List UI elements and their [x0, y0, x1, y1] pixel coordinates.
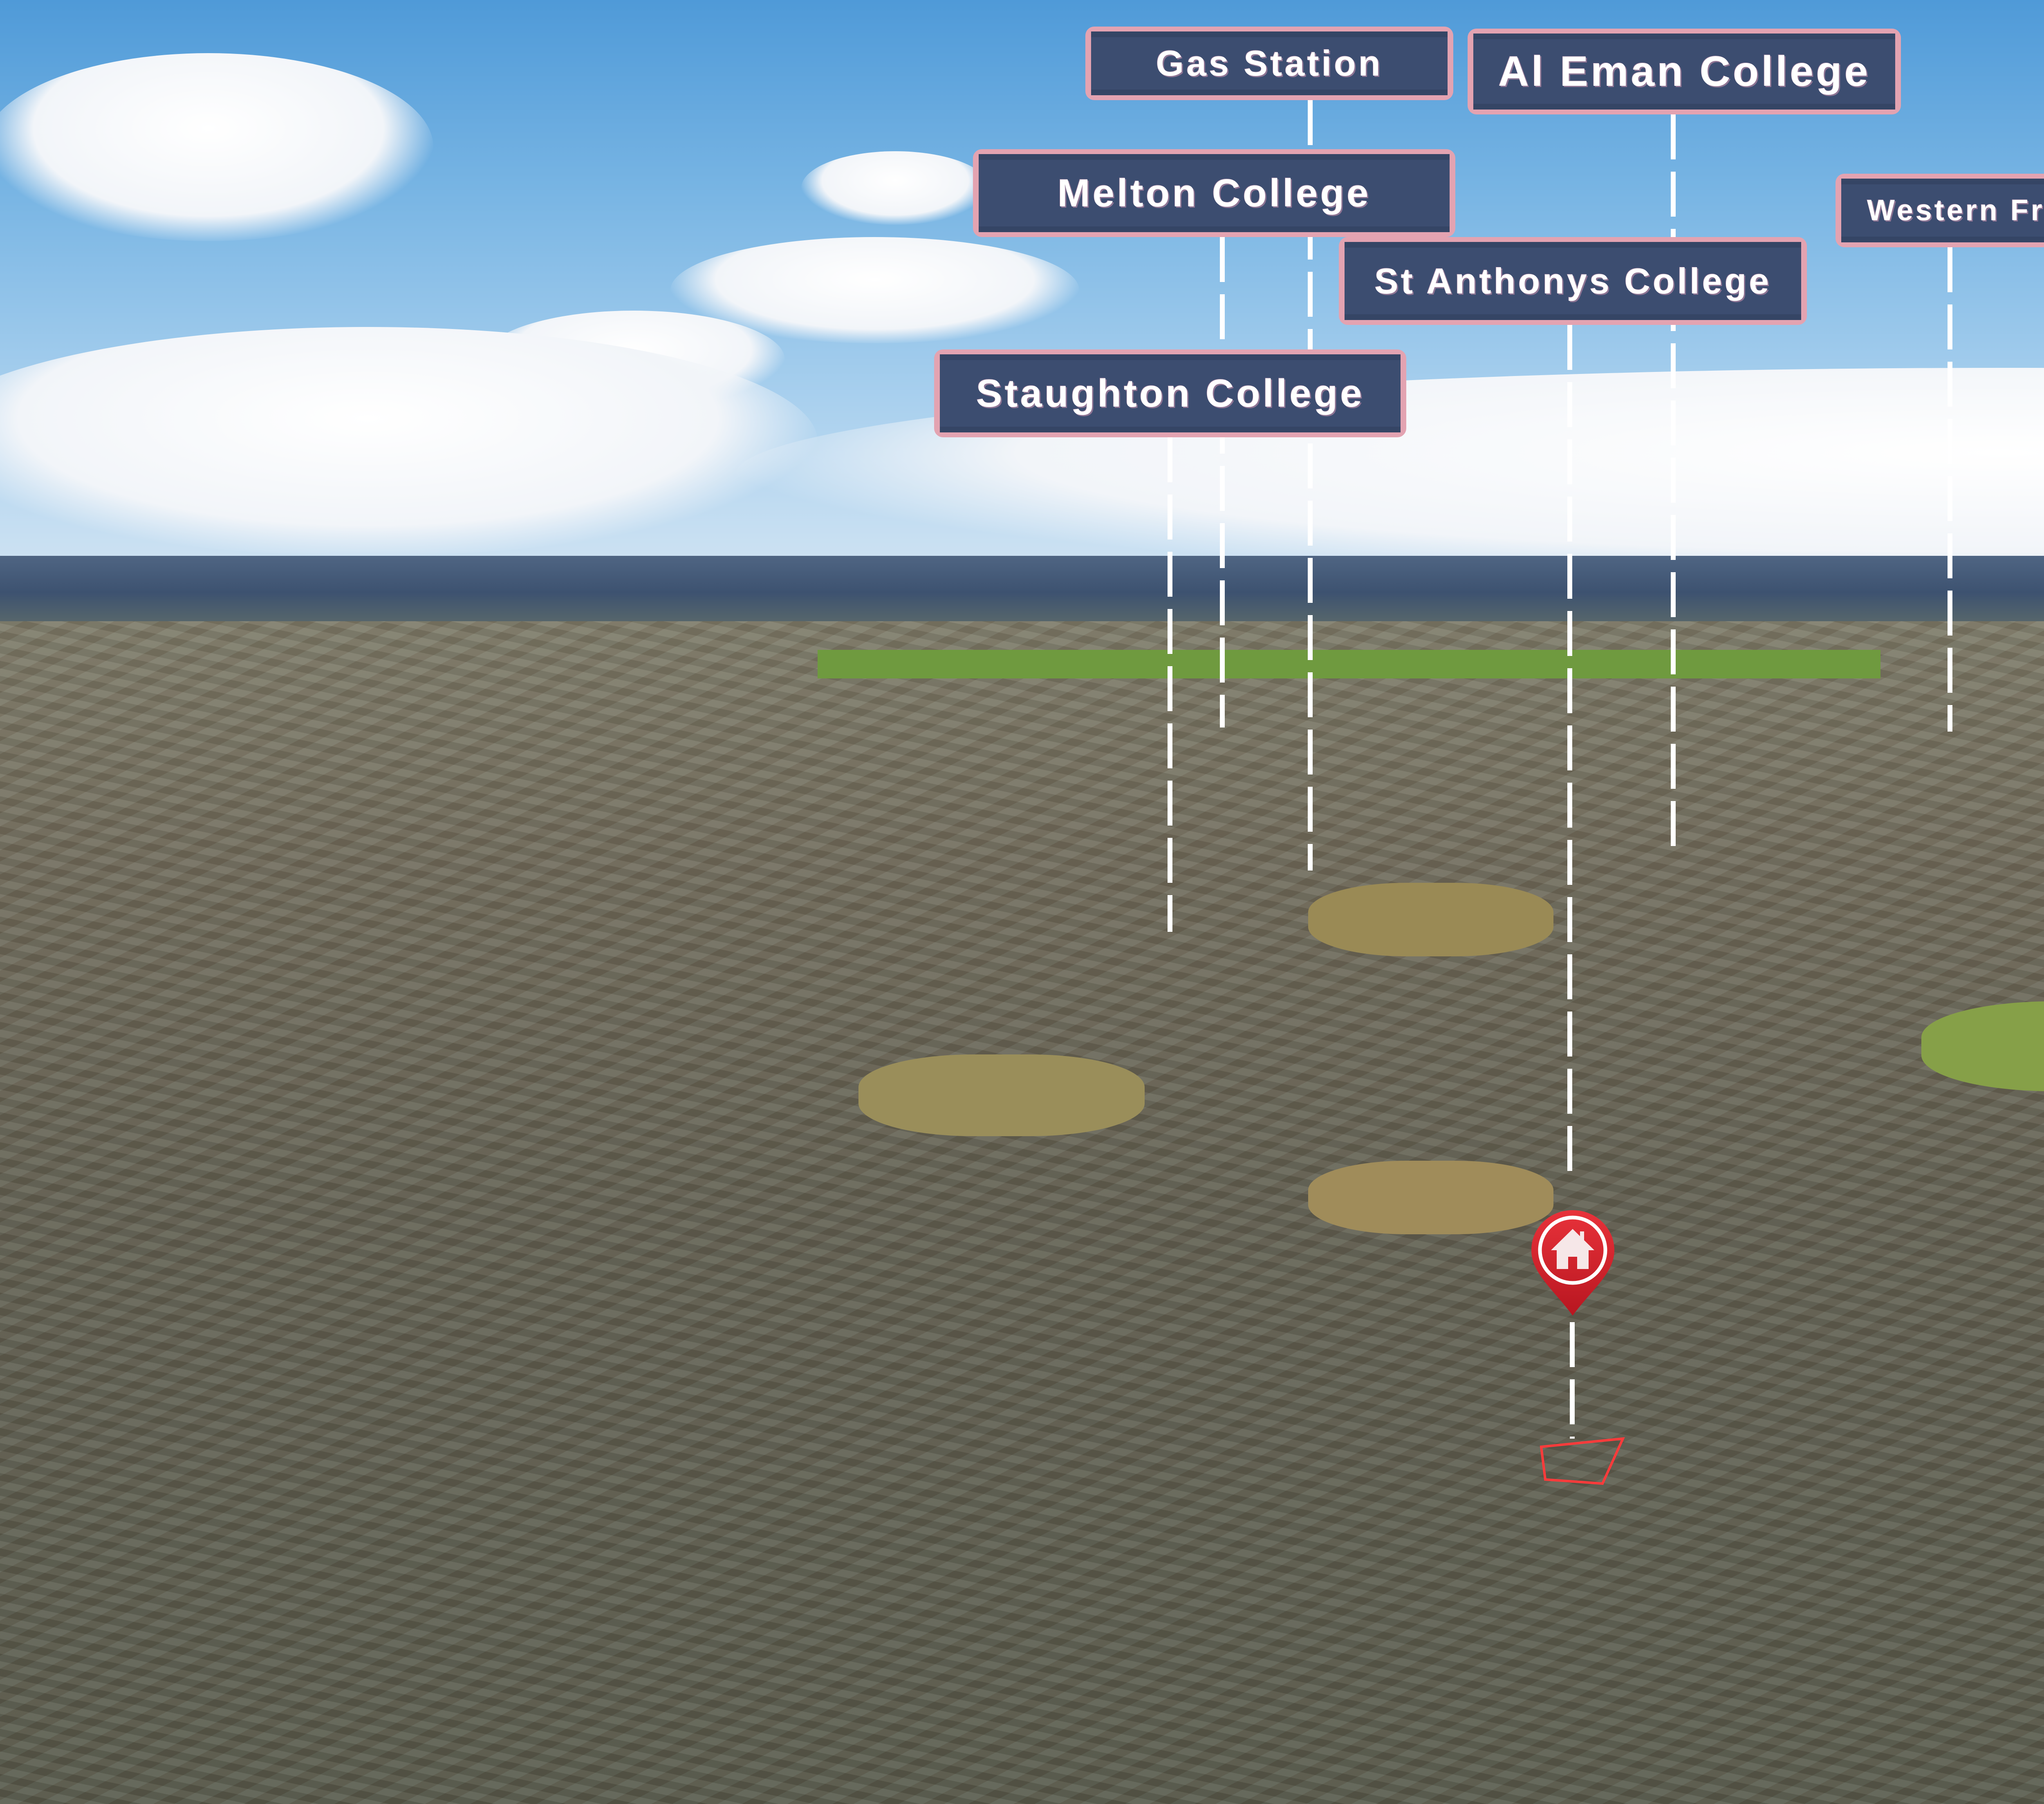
label-panel: St Anthonys College: [1345, 242, 1801, 320]
label-panel: Melton College: [979, 154, 1450, 232]
leader-line-western-freeway: [1948, 247, 1952, 732]
property-boundary: [1540, 1437, 1625, 1485]
property-location-pin[interactable]: [1529, 1208, 1617, 1318]
label-al-eman-college[interactable]: Al Eman College: [1468, 29, 1901, 114]
label-text: Gas Station: [1156, 43, 1383, 83]
cloud: [801, 151, 989, 225]
leader-line-al-eman-college: [1671, 114, 1676, 850]
label-text: Melton College: [1057, 171, 1371, 215]
leader-line-staughton-college: [1168, 437, 1172, 932]
suburb-ground: [0, 621, 2044, 1804]
oval-field: [1308, 1161, 1553, 1234]
label-staughton-college[interactable]: Staughton College: [934, 349, 1406, 437]
label-text: Al Eman College: [1498, 47, 1871, 95]
label-panel: Western Freeway: [1841, 179, 2044, 242]
cloud: [0, 327, 818, 556]
label-text: St Anthonys College: [1374, 260, 1772, 301]
distant-hills: [0, 556, 2044, 629]
label-melton-college[interactable]: Melton College: [973, 149, 1455, 237]
label-panel: Al Eman College: [1473, 34, 1895, 110]
home-icon: [1551, 1229, 1594, 1269]
oval-field: [1308, 883, 1553, 956]
cloud: [0, 53, 433, 241]
label-text: Western Freeway: [1867, 194, 2044, 227]
oval-field: [858, 1054, 1145, 1136]
leader-line-melton-college: [1220, 237, 1225, 727]
leader-line-property: [1570, 1322, 1575, 1439]
leader-line-gas-station: [1308, 100, 1313, 871]
label-text: Staughton College: [976, 371, 1365, 415]
label-panel: Staughton College: [940, 354, 1401, 432]
label-panel: Gas Station: [1091, 31, 1448, 95]
label-gas-station[interactable]: Gas Station: [1085, 27, 1453, 100]
label-st-anthonys-college[interactable]: St Anthonys College: [1339, 237, 1807, 325]
label-western-freeway[interactable]: Western Freeway: [1836, 174, 2044, 247]
leader-line-st-anthonys-college: [1567, 325, 1572, 1177]
green-strip: [818, 650, 1880, 678]
